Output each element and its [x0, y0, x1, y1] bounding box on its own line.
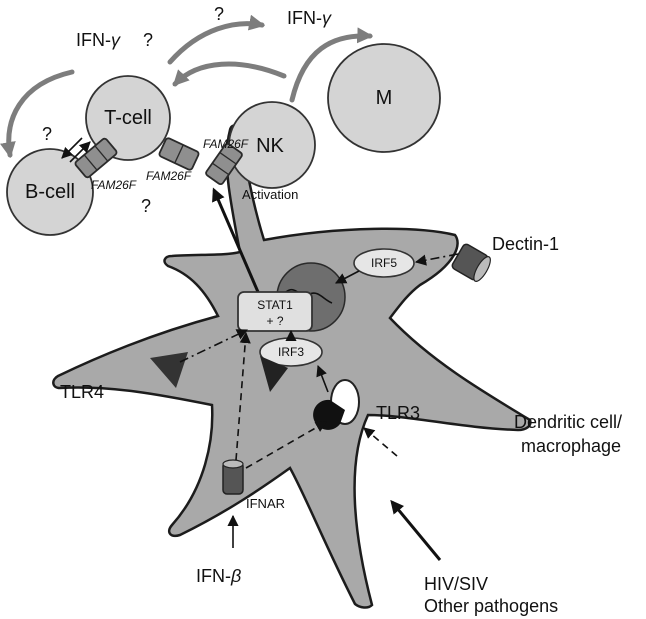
curved-arrow-nk-to-m — [289, 27, 374, 103]
fam26f-connector-tcell-dc — [158, 137, 200, 171]
arrow-hiv-to-cell — [390, 499, 442, 561]
curved-arrow-tcell-to-bcell — [0, 69, 75, 159]
pathogens-label: Other pathogens — [424, 596, 558, 616]
stat1-label-line2: + ? — [266, 314, 283, 328]
stat1-label-line1: STAT1 — [257, 298, 293, 312]
m-label: M — [376, 87, 393, 109]
question-ifng-left: ? — [143, 30, 153, 50]
dectin-receptor-icon — [451, 243, 491, 282]
ifn-beta-label: IFN-β — [196, 566, 241, 586]
fam26f-label-nk: FAM26F — [203, 137, 249, 151]
tlr4-receptor-icon — [260, 356, 288, 392]
arrow-irf5-to-nucleus — [335, 270, 360, 284]
curved-arrow-nk-to-tcell — [172, 61, 287, 87]
ifn-gamma-right-label: IFN-γ — [287, 8, 332, 28]
arrow-tlr4-to-stat1 — [179, 329, 249, 363]
tlr4-label: TLR4 — [60, 382, 104, 402]
hiv-label: HIV/SIV — [424, 574, 488, 594]
arrow-stat1-to-fam26f — [212, 187, 260, 293]
bcell-circle — [6, 148, 94, 236]
stat1-box — [237, 291, 313, 332]
curved-arrow-tcell-to-nk — [167, 14, 266, 65]
dc-label-line2: macrophage — [521, 436, 621, 456]
nk-label: NK — [256, 135, 284, 157]
arrow-ifnar-to-stat1 — [235, 331, 251, 461]
arrow-ifnar-to-tlr3 — [245, 421, 327, 469]
tlr3-label: TLR3 — [376, 403, 420, 423]
arrow-tlr3-to-irf3 — [316, 364, 329, 393]
m-circle — [327, 43, 441, 153]
question-tcell-bcell: ? — [42, 124, 52, 144]
question-below-fam: ? — [141, 196, 151, 216]
question-top: ? — [214, 4, 224, 24]
ifnar-label: IFNAR — [246, 496, 285, 511]
irf3-label: IRF3 — [278, 345, 304, 359]
tlr4-receptor-shape — [150, 352, 188, 388]
arrow-dectin-to-irf5 — [414, 253, 459, 266]
arrow-tcell-bcell-b — [69, 141, 91, 163]
irf5-pill — [353, 248, 415, 278]
fam26f-label-tcell-bcell: FAM26F — [91, 178, 137, 192]
arrow-tcell-bcell-a — [61, 137, 83, 159]
tcell-label: T-cell — [104, 107, 152, 129]
fam26f-label-tcell-dc: FAM26F — [146, 169, 192, 183]
bcell-label: B-cell — [25, 181, 75, 203]
fam26f-connector-nk-dc — [205, 142, 243, 186]
arrow-pathogen-to-tlr3 — [363, 427, 398, 457]
activation-label: Activation — [242, 187, 298, 202]
ifn-gamma-left-label: IFN-γ — [76, 30, 121, 50]
ifnar-receptor-icon — [222, 459, 244, 495]
dc-label-line1: Dendritic cell/ — [514, 412, 622, 432]
dectin-label: Dectin-1 — [492, 234, 559, 254]
irf5-label: IRF5 — [371, 256, 397, 270]
